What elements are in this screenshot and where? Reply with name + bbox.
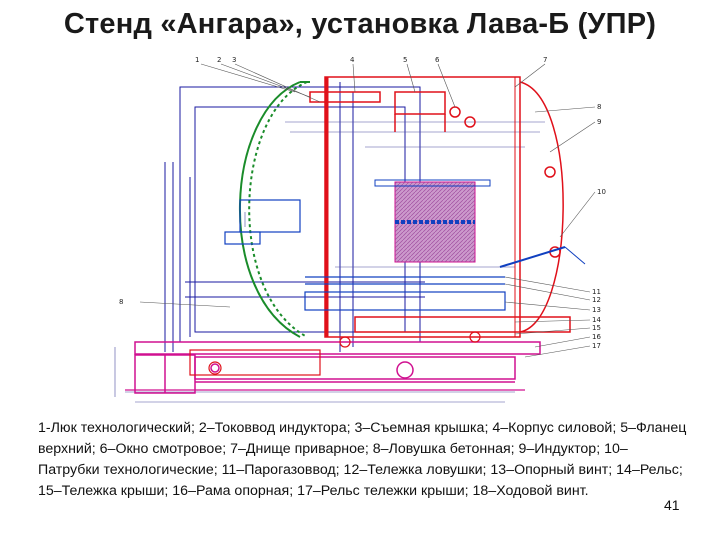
callout-10: 10 bbox=[597, 188, 606, 196]
callout-8-right: 8 bbox=[597, 103, 601, 111]
dimension-lines bbox=[114, 121, 545, 403]
callout-leaders-top bbox=[200, 63, 546, 108]
callout-3: 3 bbox=[232, 56, 236, 64]
callout-9: 9 bbox=[597, 118, 601, 126]
callout-2: 2 bbox=[217, 56, 221, 64]
inner-trolley bbox=[224, 199, 586, 311]
callout-13: 13 bbox=[592, 306, 601, 314]
legend-body: 1-Люк технологический; 2–Токоввод индукт… bbox=[38, 420, 691, 499]
cover-trolley bbox=[189, 331, 481, 376]
callout-16: 16 bbox=[592, 333, 601, 341]
vessel-body bbox=[309, 76, 571, 338]
callout-7: 7 bbox=[543, 56, 547, 64]
callout-15: 15 bbox=[592, 324, 601, 332]
legend-text: 1-Люк технологический; 2–Токоввод индукт… bbox=[38, 418, 688, 502]
callout-5: 5 bbox=[403, 56, 407, 64]
technical-drawing: 1 2 3 4 5 6 7 8 9 10 11 12 13 14 15 16 1… bbox=[114, 56, 606, 403]
page-title: Стенд «Ангара», установка Лава-Б (УПР) bbox=[63, 8, 657, 40]
callout-leaders-right bbox=[139, 106, 596, 358]
support-frame bbox=[164, 82, 425, 352]
callout-12: 12 bbox=[592, 296, 601, 304]
inductor bbox=[374, 179, 491, 263]
page-number: 41 bbox=[664, 497, 680, 513]
callout-1: 1 bbox=[195, 56, 199, 64]
callout-8-left: 8 bbox=[119, 298, 123, 306]
support-base bbox=[125, 341, 541, 394]
callout-11: 11 bbox=[592, 288, 601, 296]
callout-17: 17 bbox=[592, 342, 601, 350]
callout-4: 4 bbox=[350, 56, 355, 64]
callout-14: 14 bbox=[592, 316, 601, 324]
callout-6: 6 bbox=[435, 56, 440, 64]
